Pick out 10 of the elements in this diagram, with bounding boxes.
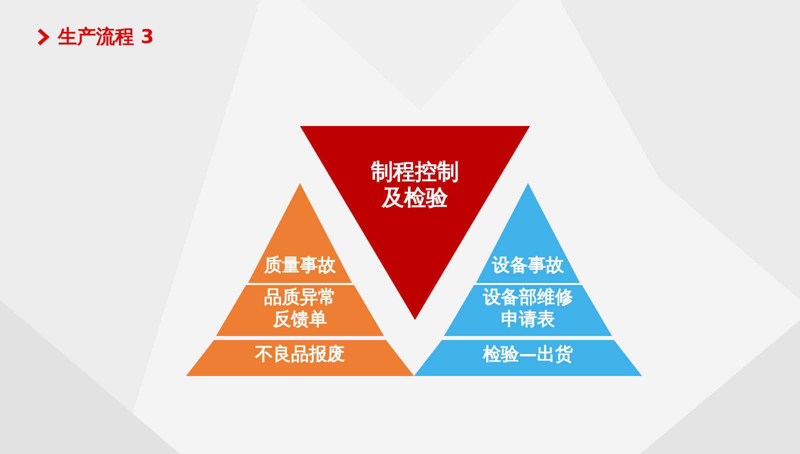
band-label: 检验—出货 [482,344,574,366]
band-label: 不良品报废 [254,344,346,366]
title: 生产流程 3 [58,25,154,50]
band-label: 设备事故 [490,255,565,277]
band-label: 品质异常反馈单 [263,287,337,330]
band-label: 质量事故 [262,255,337,277]
band-label: 制程控制及检验 [370,160,460,213]
band-label: 设备部维修申请表 [482,287,574,330]
pyramid-band [184,338,416,376]
pyramid-band [412,338,644,376]
